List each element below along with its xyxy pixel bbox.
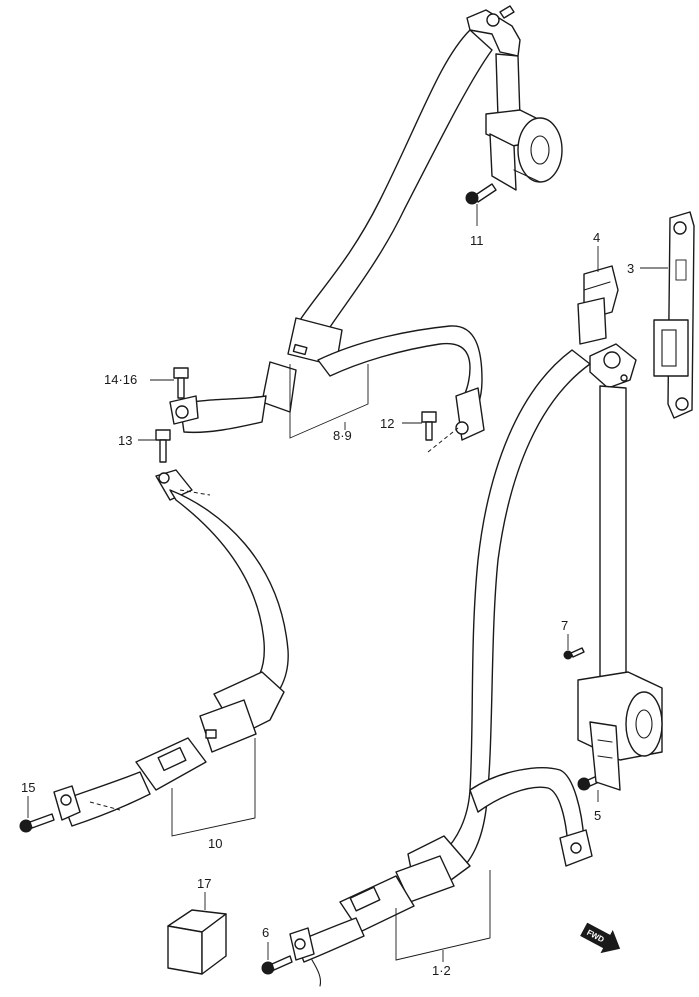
- bolt-11: [465, 183, 497, 205]
- callout-5: 5: [594, 808, 601, 823]
- bolt-12: [421, 411, 437, 441]
- front-belt-assembly: [289, 343, 663, 987]
- leader-lines: [27, 204, 668, 962]
- belt-guide-4: [577, 265, 619, 345]
- bolt-14-16: [173, 367, 189, 399]
- callout-12: 12: [380, 416, 394, 431]
- callout-17: 17: [197, 876, 211, 891]
- rear-buckle-belt-assembly: [53, 469, 289, 827]
- height-adjuster-3: [653, 211, 695, 419]
- callout-1-2: 1·2: [432, 963, 451, 978]
- callout-4: 4: [593, 230, 600, 245]
- callout-8-9: 8·9: [333, 428, 352, 443]
- callout-6: 6: [262, 925, 269, 940]
- callout-7: 7: [561, 618, 568, 633]
- bolt-7: [563, 647, 585, 660]
- bolt-6: [261, 955, 293, 975]
- rear-center-belt-assembly: [169, 5, 563, 453]
- callout-10: 10: [208, 836, 222, 851]
- bolt-13: [155, 429, 171, 463]
- callout-3: 3: [627, 261, 634, 276]
- part-17-box: [167, 909, 227, 975]
- callout-14-16: 14·16: [104, 372, 137, 387]
- callout-11: 11: [470, 233, 484, 248]
- bolt-15: [19, 813, 55, 833]
- callout-13: 13: [118, 433, 132, 448]
- callout-15: 15: [21, 780, 35, 795]
- forward-arrow-icon: FWD: [580, 922, 621, 954]
